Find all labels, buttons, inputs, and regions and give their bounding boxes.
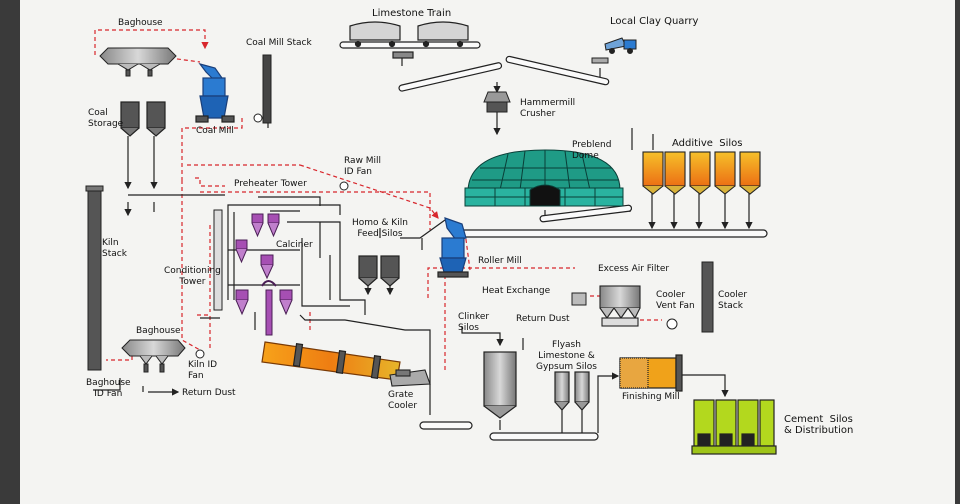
cement-silos (691, 399, 777, 455)
gas-flow-lines (94, 29, 662, 372)
excess-air-filter (599, 285, 641, 327)
rotary-kiln (261, 341, 401, 381)
label-roller-mill: Roller Mill (478, 256, 522, 266)
label-limestone-train: Limestone Train (372, 8, 452, 19)
label-coal-mill: Coal Mill (196, 126, 234, 136)
label-return-dust-mid: Return Dust (516, 314, 570, 324)
label-homo-kiln-feed-silos: Homo & Kiln Feed Silos (352, 218, 408, 239)
label-local-clay-quarry: Local Clay Quarry (610, 16, 699, 27)
homo-kiln-feed-silos (358, 255, 400, 287)
cooler-stack (701, 261, 714, 333)
label-calciner: Calciner (276, 240, 313, 250)
grate-cooler (389, 369, 431, 387)
coal-storage-silos (120, 101, 166, 137)
paper-background (20, 0, 955, 504)
preblend-discharge-conveyor (539, 204, 633, 223)
label-excess-air-filter: Excess Air Filter (598, 264, 670, 274)
label-kiln-id-fan: Kiln ID Fan (188, 360, 218, 381)
additive-silos (642, 151, 761, 195)
limestone-train (349, 21, 469, 48)
clay-truck (591, 37, 637, 64)
train-conveyor (398, 62, 503, 92)
material-flow-lines (93, 58, 753, 434)
train-rail (339, 41, 481, 49)
label-finishing-mill: Finishing Mill (622, 392, 680, 402)
heat-exchanger (571, 292, 587, 306)
finishing-mill (619, 354, 683, 392)
kiln-stack (85, 185, 104, 371)
clinker-conveyor (419, 421, 473, 430)
label-additive-silos: Additive Silos (672, 138, 743, 149)
roller-mill (437, 217, 469, 278)
label-kiln-stack: Kiln Stack (102, 238, 127, 259)
label-baghouse-bottom: Baghouse (136, 326, 181, 336)
label-cooler-stack: Cooler Stack (718, 290, 748, 311)
coal-mill (195, 62, 235, 123)
baghouse-bottom (121, 339, 205, 373)
label-heat-exchange: Heat Exchange (482, 286, 551, 296)
label-coal-storage: Coal Storage (88, 108, 124, 129)
clay-conveyor (505, 55, 610, 86)
preblend-dome (464, 149, 624, 207)
hammermill-crusher (483, 91, 511, 113)
flyash-gypsum-silos (554, 371, 590, 411)
label-hammermill-crusher: Hammermill Crusher (520, 98, 576, 119)
label-raw-mill-id-fan: Raw Mill ID Fan (344, 156, 382, 177)
baghouse-top (99, 47, 177, 77)
clinker-silo (483, 351, 517, 419)
label-grate-cooler: Grate Cooler (388, 390, 418, 411)
label-preheater-tower: Preheater Tower (234, 179, 307, 189)
conditioning-tower (213, 209, 223, 311)
finish-mill-feed-conveyor (489, 432, 599, 441)
label-cement-silos: Cement Silos & Distribution (784, 414, 854, 436)
label-preblend-dome: Preblend Dome (572, 140, 612, 161)
coal-mill-stack (253, 54, 272, 124)
label-cooler-vent-fan: Cooler Vent Fan (656, 290, 695, 311)
label-coal-mill-stack: Coal Mill Stack (246, 38, 312, 48)
preheater-cyclones (235, 213, 293, 336)
train-hopper (392, 51, 414, 59)
label-return-dust-bottom: Return Dust (182, 388, 236, 398)
label-conditioning-tower: Conditioning Tower (164, 266, 221, 287)
conveyors (339, 41, 768, 441)
cooler-vent-fan (666, 318, 678, 330)
label-flyash-gypsum-silos: Flyash Limestone & Gypsum Silos (536, 340, 597, 372)
label-baghouse-top: Baghouse (118, 18, 163, 28)
label-baghouse-id-fan: Baghouse ID Fan (86, 378, 131, 399)
label-clinker-silos: Clinker Silos (458, 312, 490, 333)
raw-mill-feed-conveyor (454, 229, 768, 238)
raw-mill-id-fan (339, 181, 349, 191)
